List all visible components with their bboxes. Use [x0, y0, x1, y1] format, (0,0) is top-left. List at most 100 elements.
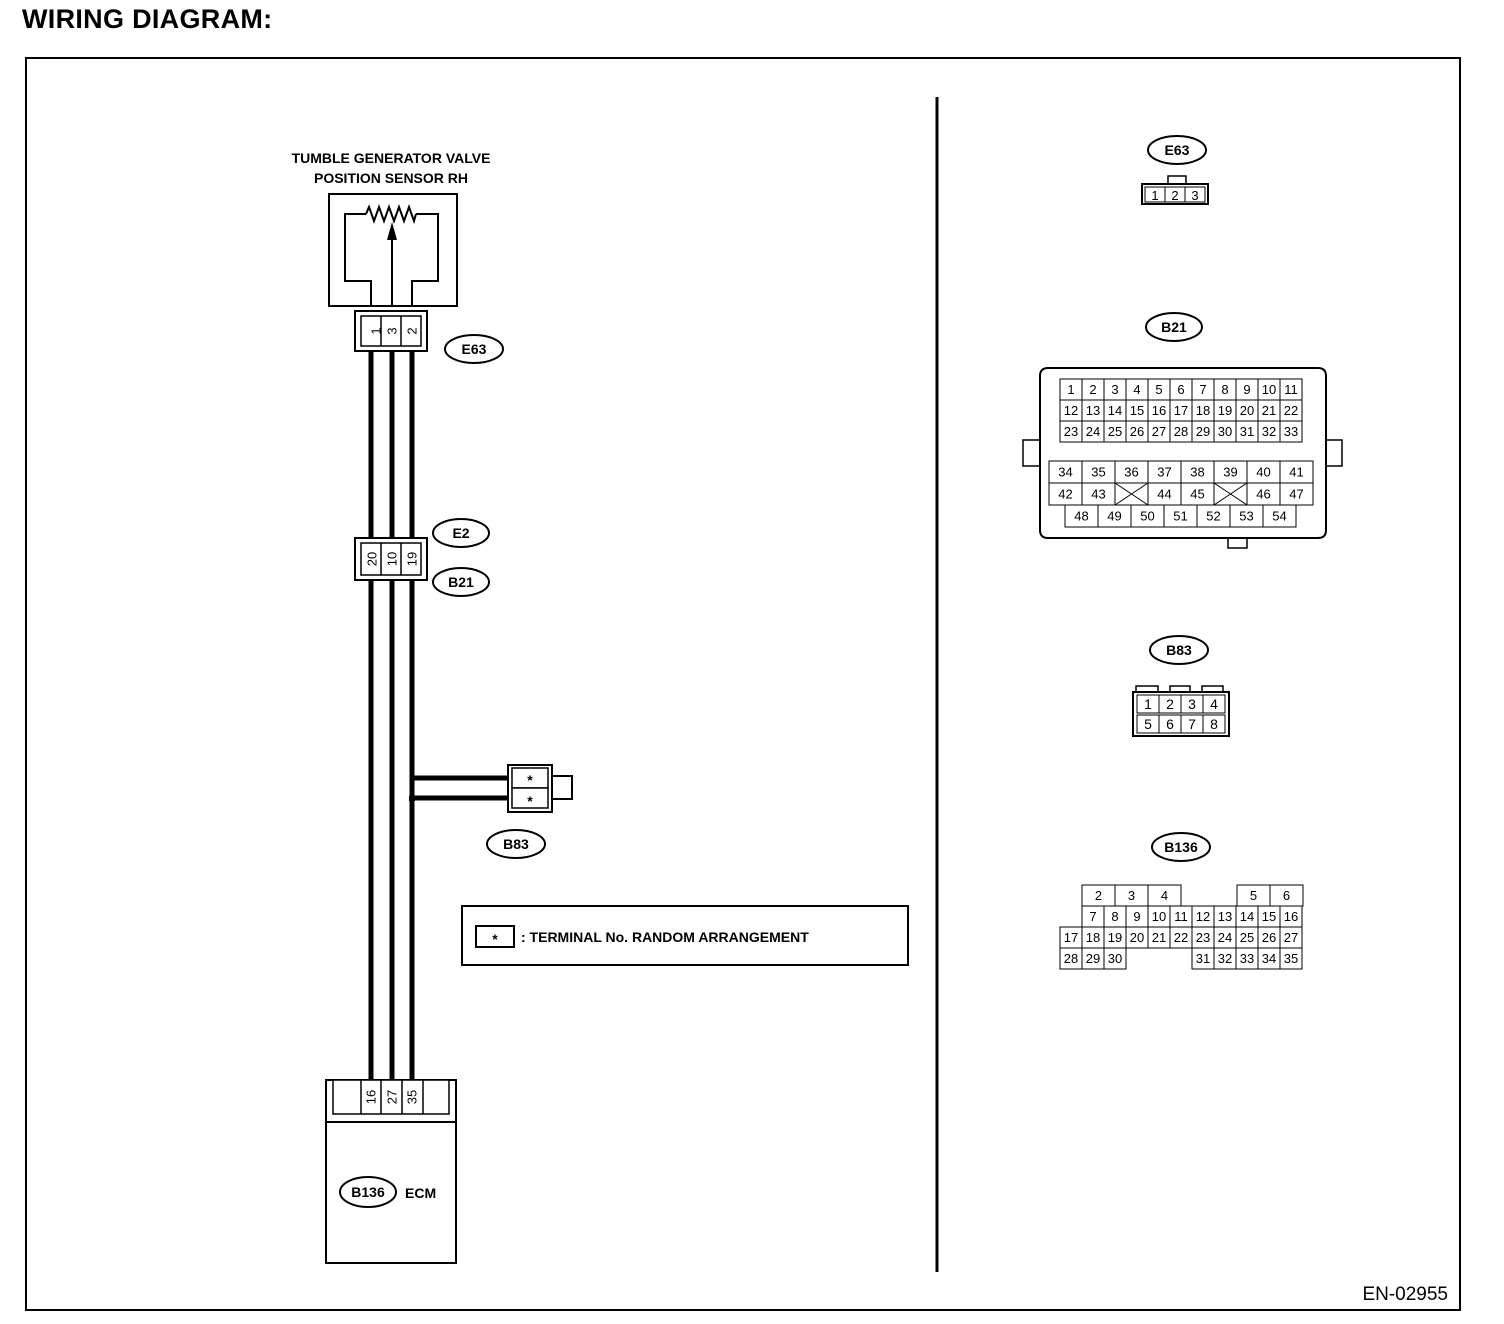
svg-text:B83: B83 [503, 836, 529, 852]
b136-pin: 11 [1174, 909, 1188, 924]
b83-pin: 4 [1210, 696, 1218, 712]
connector-badge-e2: E2 [432, 518, 490, 548]
e63-view-title: E63 [1165, 142, 1190, 158]
legend-box: * : TERMINAL No. RANDOM ARRANGEMENT [461, 905, 909, 966]
b21-cell [1279, 420, 1303, 443]
b21-pin: 36 [1124, 465, 1138, 480]
e63-view-pin: 2 [1171, 188, 1178, 203]
sensor-pin-label: 1 [369, 327, 384, 334]
ecm-connector-label: B136 [351, 1184, 385, 1200]
b21-pin: 42 [1058, 487, 1072, 502]
b83-pin: 8 [1210, 716, 1218, 732]
b21-pin: 24 [1086, 424, 1100, 439]
b21-pin: 14 [1108, 403, 1122, 418]
b21-pin: 25 [1108, 424, 1122, 439]
b136-pin: 12 [1196, 909, 1210, 924]
b21-pin: 28 [1174, 424, 1188, 439]
b136-pin: 25 [1240, 930, 1254, 945]
b136-pin: 28 [1064, 951, 1078, 966]
b21-pin: 53 [1239, 509, 1253, 524]
b21-pin: 22 [1284, 403, 1298, 418]
ecm-pin-label: 16 [364, 1090, 379, 1104]
b21-pin: 37 [1157, 465, 1171, 480]
b21-pin: 6 [1177, 382, 1184, 397]
b136-pin: 9 [1133, 909, 1140, 924]
b21-pin: 12 [1064, 403, 1078, 418]
b21-pin: 23 [1064, 424, 1078, 439]
b21-pin: 15 [1130, 403, 1144, 418]
b83-pin: 2 [1166, 696, 1174, 712]
b21-pin: 48 [1074, 509, 1088, 524]
b21-pin: 2 [1089, 382, 1096, 397]
b83-inline-connector: * * [507, 764, 573, 813]
b136-pin: 2 [1095, 888, 1102, 903]
junction-pin-label: 10 [385, 552, 400, 566]
b136-pin: 15 [1262, 909, 1276, 924]
b21-pin: 31 [1240, 424, 1254, 439]
b21-pin: 41 [1289, 465, 1303, 480]
b136-pin: 21 [1152, 930, 1166, 945]
b136-pin: 35 [1284, 951, 1298, 966]
b21-pin: 32 [1262, 424, 1276, 439]
e63-view-pin: 1 [1151, 188, 1158, 203]
ecm-pin-label: 27 [385, 1090, 400, 1104]
b21-pin: 3 [1111, 382, 1118, 397]
b21-pin: 20 [1240, 403, 1254, 418]
sensor-connector: 1 3 2 [354, 310, 428, 352]
sensor-body [328, 193, 458, 307]
b21-pin: 50 [1140, 509, 1154, 524]
legend-text: : TERMINAL No. RANDOM ARRANGEMENT [521, 929, 809, 945]
harness-wires [368, 351, 510, 1080]
b21-pin: 26 [1130, 424, 1144, 439]
b136-pin-grid: 1234567891011121314151617181920212223242… [1059, 884, 1304, 970]
page-title: WIRING DIAGRAM: [22, 4, 273, 34]
b21-pin: 45 [1190, 487, 1204, 502]
b83-pin-label: * [527, 772, 533, 788]
b21-pin: 46 [1256, 487, 1270, 502]
b136-pin: 31 [1196, 951, 1210, 966]
b83-pin: 7 [1188, 716, 1196, 732]
b136-pin: 10 [1152, 909, 1166, 924]
b83-pin: 3 [1188, 696, 1196, 712]
diagram-frame [25, 57, 1461, 1311]
b136-pin: 27 [1284, 930, 1298, 945]
b136-pin: 7 [1089, 909, 1096, 924]
b136-view-title: B136 [1164, 839, 1198, 855]
b136-pin: 17 [1064, 930, 1078, 945]
b136-pin: 23 [1196, 930, 1210, 945]
e63-face-view: E63 1 2 3 [1141, 135, 1209, 205]
connector-badge-e63: E63 [444, 334, 504, 364]
b136-pin: 3 [1128, 888, 1135, 903]
b136-pin: 6 [1283, 888, 1290, 903]
b136-pin: 22 [1174, 930, 1188, 945]
sensor-pin-label: 2 [405, 327, 420, 334]
b83-pin-label: * [527, 793, 533, 809]
b136-pin: 20 [1130, 930, 1144, 945]
b21-pin: 18 [1196, 403, 1210, 418]
junction-pin-label: 20 [365, 552, 380, 566]
sensor-label-line1: TUMBLE GENERATOR VALVE [292, 150, 491, 166]
b83-cell [1202, 694, 1226, 714]
connector-badge-b21: B21 [432, 567, 490, 597]
b136-pin: 14 [1240, 909, 1254, 924]
wire-junction-dot [409, 796, 415, 801]
b136-pin: 18 [1086, 930, 1100, 945]
b83-cell [1202, 714, 1226, 734]
b21-pin: 30 [1218, 424, 1232, 439]
b21-pin: 33 [1284, 424, 1298, 439]
b136-pin: 19 [1108, 930, 1122, 945]
b21-pin: 35 [1091, 465, 1105, 480]
sensor-label-line2: POSITION SENSOR RH [314, 170, 468, 186]
junction-connector: 20 10 19 [354, 537, 428, 581]
b21-pin: 52 [1206, 509, 1220, 524]
junction-pin-label: 19 [405, 552, 420, 566]
legend-symbol: * [492, 931, 498, 947]
b21-pin: 13 [1086, 403, 1100, 418]
asterisk-icon [475, 925, 515, 948]
b136-pin: 29 [1086, 951, 1100, 966]
b21-pin: 27 [1152, 424, 1166, 439]
b21-pin: 11 [1284, 382, 1298, 397]
